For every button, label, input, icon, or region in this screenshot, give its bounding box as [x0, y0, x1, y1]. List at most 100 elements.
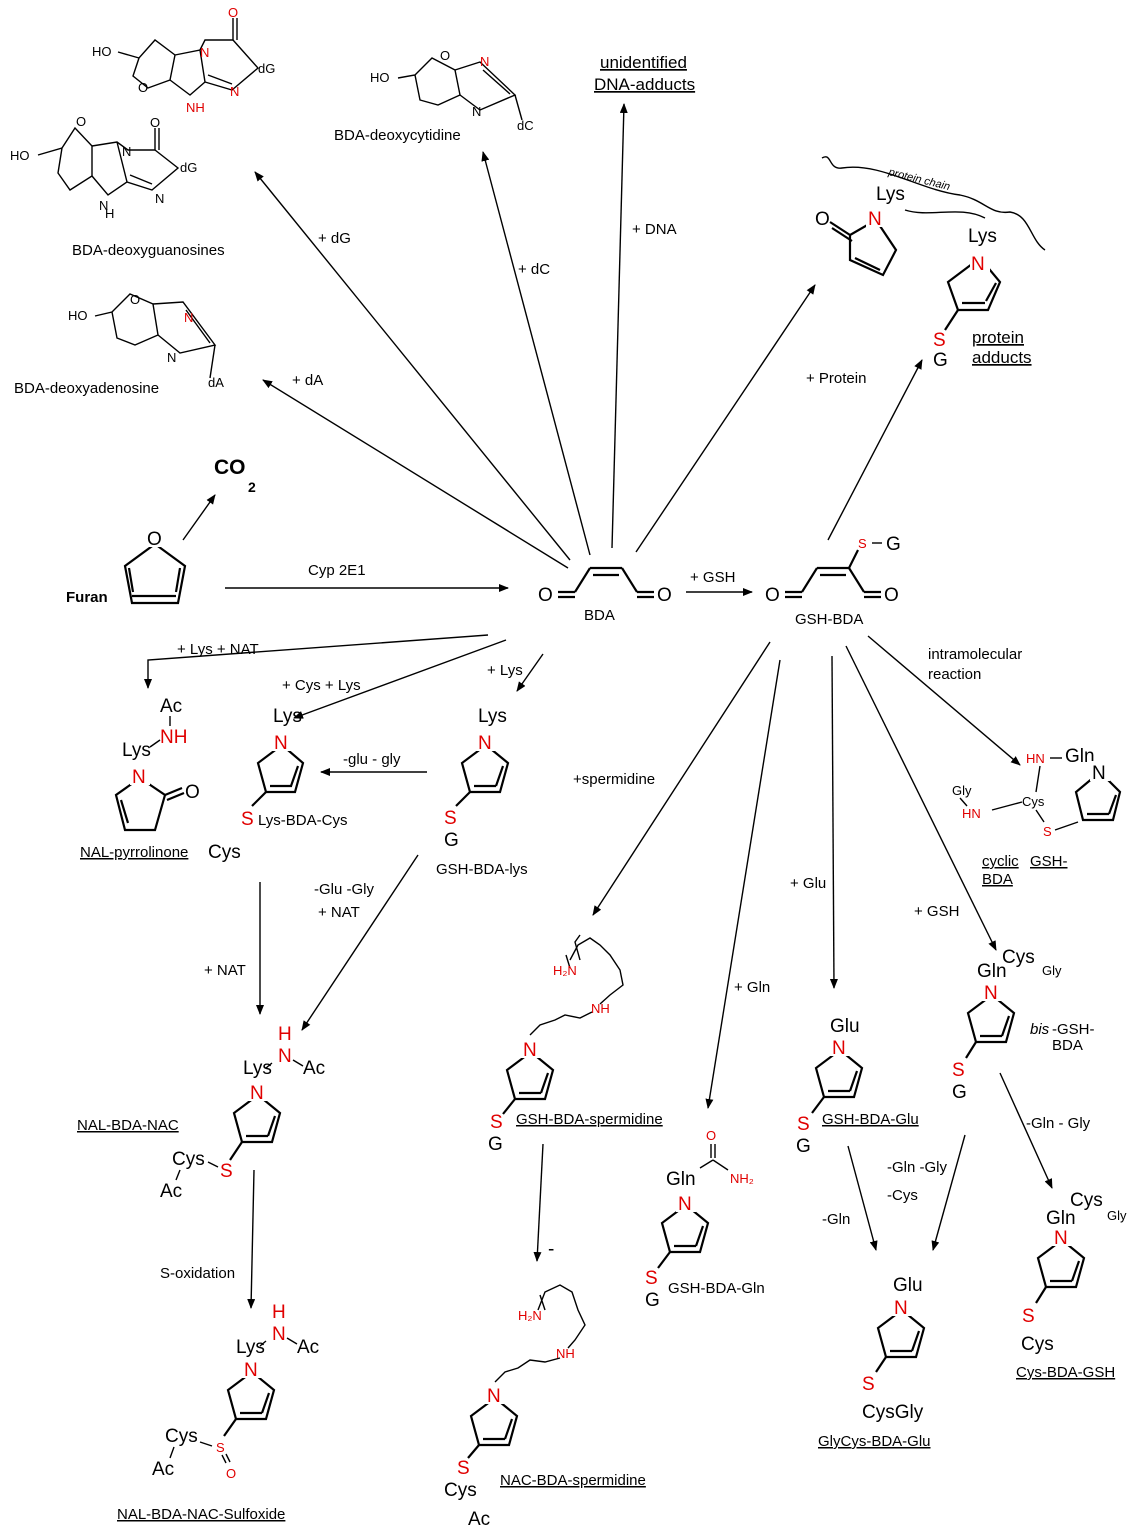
svg-text:Cys: Cys: [208, 842, 241, 863]
svg-text:CysGly: CysGly: [862, 1402, 924, 1423]
protein-adducts: protein chain Lys N O Lys N S G protein …: [815, 156, 1046, 371]
nac-bda-spermidine-structure: H₂N NH N S Cys Ac NAC-BDA-spermidine: [444, 1284, 646, 1528]
bda-label: BDA: [584, 607, 615, 624]
svg-text:S: S: [490, 1112, 503, 1133]
svg-text:H: H: [105, 206, 114, 221]
label-gln-gly: -Gln - Gly: [1026, 1115, 1091, 1132]
svg-text:Lys: Lys: [243, 1058, 272, 1079]
product-dna-1: unidentified: [600, 53, 687, 72]
svg-text:N: N: [487, 1386, 501, 1407]
arrow-lys: [516, 653, 544, 692]
svg-text:HO: HO: [10, 148, 30, 163]
svg-text:O: O: [226, 1466, 236, 1481]
label-s-oxidation: S-oxidation: [160, 1265, 235, 1282]
svg-text:N: N: [894, 1298, 908, 1319]
label-gln-gly-cys-2: -Cys: [887, 1187, 918, 1204]
label-gln-gly-cys-1: -Gln -Gly: [887, 1159, 948, 1176]
svg-text:N: N: [274, 733, 288, 754]
svg-text:O: O: [138, 80, 148, 95]
bda-deoxyguanosine-structures: HO O N O N NH dG HO O O N N H N dG BDA-d…: [10, 5, 275, 259]
svg-text:Ac: Ac: [152, 1459, 174, 1480]
product-gsh-bda-lys: GSH-BDA-lys: [436, 861, 528, 878]
svg-text:Lys: Lys: [478, 706, 507, 727]
svg-text:G: G: [444, 830, 459, 851]
svg-text:HO: HO: [68, 308, 88, 323]
svg-text:G: G: [645, 1290, 660, 1311]
svg-text:O: O: [185, 782, 200, 803]
furan-structure: O Furan CO 2: [66, 456, 256, 606]
svg-text:Gly: Gly: [952, 783, 972, 798]
svg-text:H₂N: H₂N: [518, 1308, 542, 1323]
svg-text:H: H: [272, 1302, 286, 1323]
arrow-cys-lys: [293, 639, 507, 719]
label-protein: + Protein: [806, 370, 866, 387]
label-glu-gly-nat-1: -Glu -Gly: [314, 881, 375, 898]
reaction-arrows: [144, 103, 1053, 1309]
label-gsh: + GSH: [690, 569, 735, 586]
cys-bda-gsh-structure: Cys Gly Gln N S Cys Cys-BDA-GSH: [1016, 1190, 1127, 1381]
svg-text:NH: NH: [591, 1001, 610, 1016]
arrow-gsh-protein: [827, 359, 923, 541]
arrow-dc: [481, 151, 591, 556]
gsh-bda-structure: O O S G GSH-BDA: [765, 534, 901, 628]
gsh-bda-label: GSH-BDA: [795, 611, 863, 628]
svg-text:Cys: Cys: [172, 1149, 205, 1170]
arrow-glu: [829, 655, 838, 989]
product-bis-1: bis: [1030, 1021, 1050, 1038]
product-cyclic-2: GSH-: [1030, 853, 1068, 870]
svg-text:N: N: [1054, 1228, 1068, 1249]
svg-text:N: N: [971, 254, 985, 275]
label-minus-gln: -Gln: [822, 1211, 850, 1228]
svg-text:Cys: Cys: [1070, 1190, 1103, 1211]
arrow-gln-gly-cys: [931, 1134, 966, 1251]
svg-text:S: S: [645, 1268, 658, 1289]
label-intra-2: reaction: [928, 666, 981, 683]
furan-o: O: [147, 529, 162, 550]
gsh-bda-spermidine-structure: H₂N NH N S G GSH-BDA-spermidine: [488, 934, 663, 1155]
condition-labels: Cyp 2E1 + GSH + dG + dC + DNA + dA + Pro…: [160, 221, 1091, 1282]
product-protein-1: protein: [972, 328, 1024, 347]
label-glu: + Glu: [790, 875, 826, 892]
svg-text:Ac: Ac: [297, 1337, 319, 1358]
svg-text:N: N: [244, 1360, 258, 1381]
svg-text:Cys: Cys: [1002, 947, 1035, 968]
bda-deoxycytidine-structure: HO O N N dC BDA-deoxycytidine: [334, 48, 534, 144]
product-dna-2: DNA-adducts: [594, 75, 695, 94]
svg-text:O: O: [815, 209, 830, 230]
svg-text:S: S: [858, 536, 867, 551]
svg-text:N: N: [132, 767, 146, 788]
svg-text:Gln: Gln: [666, 1169, 696, 1190]
svg-text:dC: dC: [517, 118, 534, 133]
label-lys-nat: + Lys + NAT: [177, 641, 259, 658]
label-minus: -: [548, 1239, 554, 1260]
svg-text:N: N: [472, 104, 481, 119]
arrow-spermidine: [592, 641, 771, 916]
svg-text:S: S: [457, 1458, 470, 1479]
glycys-bda-glu-structure: Glu N S CysGly GlyCys-BDA-Glu: [818, 1275, 931, 1450]
svg-text:Ac: Ac: [468, 1509, 490, 1528]
svg-text:O: O: [706, 1128, 716, 1143]
label-cyp: Cyp 2E1: [308, 562, 366, 579]
svg-text:N: N: [278, 1046, 292, 1067]
co2-label: CO: [214, 456, 246, 479]
svg-text:G: G: [952, 1082, 967, 1103]
cyclic-gsh-bda-structure: HN Gln Cys HN Gly S N cyclic GSH- BDA: [952, 746, 1122, 888]
gsh-bda-glu-structure: Glu N S G GSH-BDA-Glu: [796, 1016, 919, 1157]
svg-text:HN: HN: [962, 806, 981, 821]
gsh-bda-gln-structure: O NH₂ Gln N S G GSH-BDA-Gln: [645, 1128, 765, 1311]
svg-text:HO: HO: [370, 70, 390, 85]
svg-text:HO: HO: [92, 44, 112, 59]
svg-text:Lys: Lys: [122, 740, 151, 761]
svg-text:N: N: [184, 310, 193, 325]
product-cyclic-3: BDA: [982, 871, 1013, 888]
svg-text:G: G: [796, 1136, 811, 1157]
product-bis-3: BDA: [1052, 1037, 1083, 1054]
svg-text:S: S: [241, 809, 254, 830]
svg-text:N: N: [99, 198, 108, 213]
svg-text:Gly: Gly: [1107, 1208, 1127, 1223]
dna-adducts: unidentified DNA-adducts: [594, 53, 695, 94]
svg-text:dG: dG: [180, 160, 197, 175]
svg-text:O: O: [765, 585, 780, 606]
lys-bda-cys-structure: Lys N S Lys-BDA-Cys Cys: [208, 706, 347, 863]
svg-text:S: S: [952, 1060, 965, 1081]
